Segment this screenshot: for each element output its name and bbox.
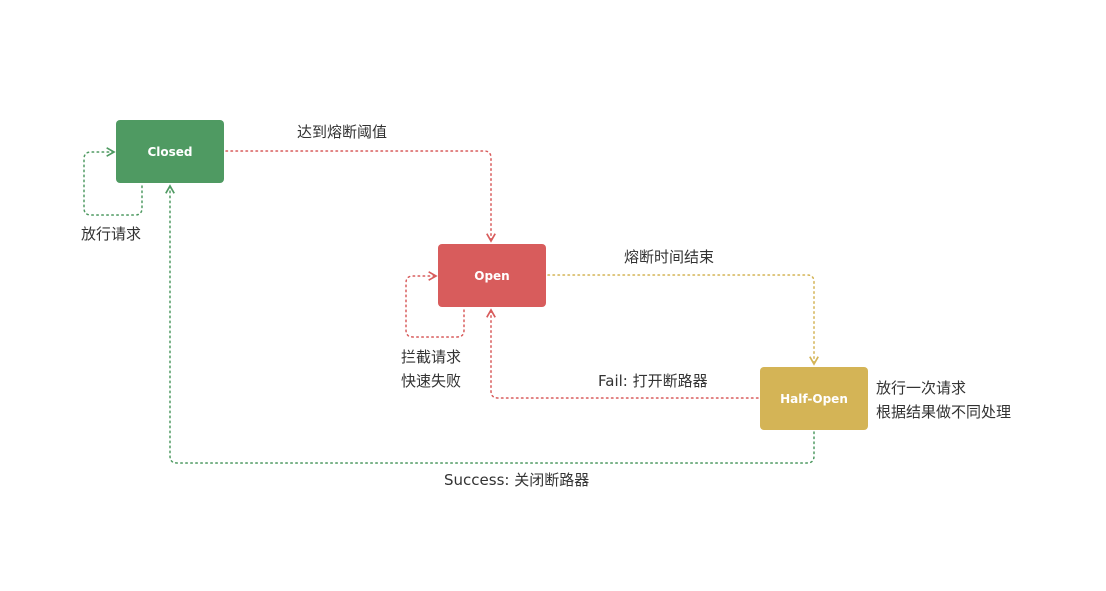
label-half-to-open: Fail: 打开断路器: [598, 372, 708, 390]
state-open-label: Open: [474, 268, 510, 283]
label-half-to-closed: Success: 关闭断路器: [444, 471, 590, 489]
state-open: Open: [438, 244, 546, 307]
state-half-open: Half-Open: [760, 367, 868, 430]
state-half-open-label: Half-Open: [780, 391, 848, 406]
edge-closed-self: [83, 147, 143, 216]
label-closed-to-open: 达到熔断阈值: [297, 123, 388, 141]
state-closed-label: Closed: [147, 144, 193, 159]
edge-closed-to-open: [225, 150, 496, 243]
edge-half-to-open: [486, 308, 759, 399]
state-closed: Closed: [116, 120, 224, 183]
edge-open-self: [405, 271, 465, 338]
edge-half-to-closed: [165, 184, 815, 464]
label-half-note: 放行一次请求 根据结果做不同处理: [876, 379, 1012, 421]
label-open-to-half: 熔断时间结束: [624, 248, 715, 266]
label-open-self: 拦截请求 快速失败: [401, 348, 462, 390]
edge-open-to-half: [547, 274, 819, 366]
label-closed-self: 放行请求: [81, 225, 142, 243]
